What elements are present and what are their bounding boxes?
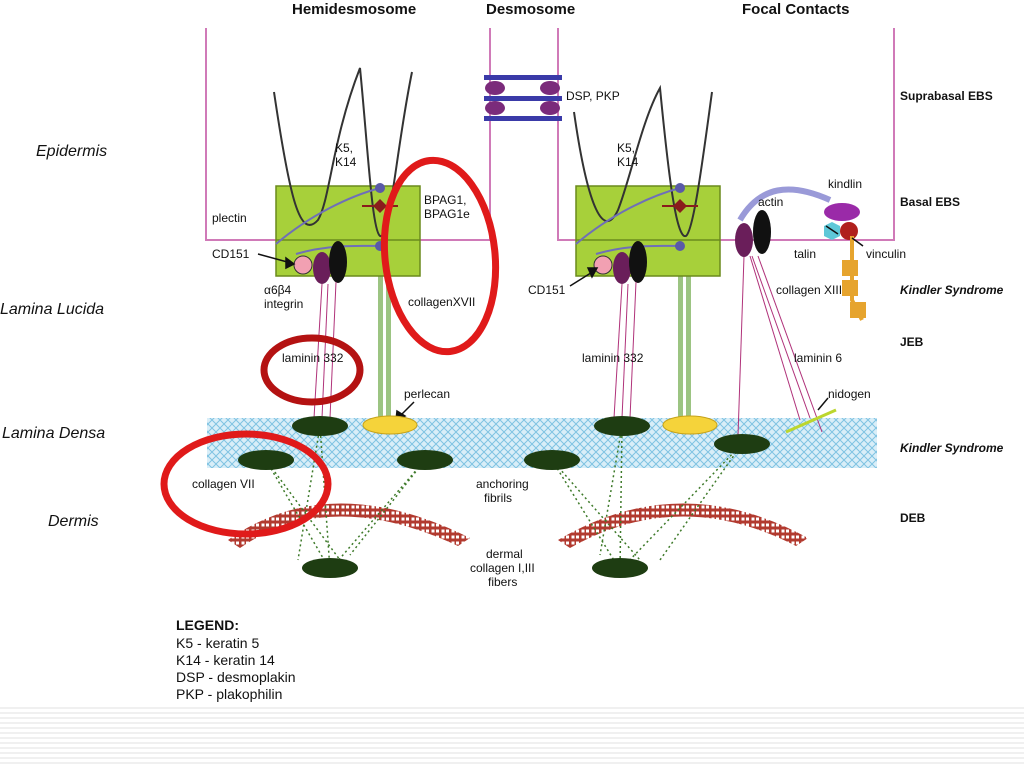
label-cd151-right: CD151 [528, 283, 566, 297]
actin-filament [737, 186, 832, 222]
label-bpag1-2: BPAG1e [424, 207, 470, 221]
highlight-circles [160, 156, 500, 538]
collagen-xiii-block-2 [842, 280, 858, 296]
desmosome [484, 75, 562, 121]
label-anchoring-1: anchoring [476, 477, 529, 491]
label-dsp-pkp: DSP, PKP [566, 89, 620, 103]
focal-integrin-alpha [735, 223, 753, 257]
label-collagen-xvii: collagenXVII [408, 295, 475, 309]
label-dermal-2: collagen I,III [470, 561, 535, 575]
legend-item: DSP - desmoplakin [176, 669, 296, 685]
label-perlecan: perlecan [404, 387, 450, 401]
vinculin-shape [840, 222, 858, 240]
laminin-strands [313, 255, 823, 437]
header-focal-contacts: Focal Contacts [742, 1, 850, 18]
label-collagen-xiii: collagen XIII [776, 283, 842, 297]
label-laminin-332-right: laminin 332 [582, 351, 644, 365]
label-laminin-6: laminin 6 [794, 351, 842, 365]
collagen-xiii-block-3 [850, 302, 866, 318]
label-anchoring-2: fibrils [484, 491, 512, 505]
focal-integrin-beta [753, 210, 771, 254]
legend: LEGEND: K5 - keratin 5 K14 - keratin 14 … [176, 617, 296, 702]
legend-title: LEGEND: [176, 617, 239, 633]
label-actin: actin [758, 195, 783, 209]
footer-rule-lines [0, 707, 1024, 764]
label-laminin-332-left: laminin 332 [282, 351, 344, 365]
label-collagen-vii: collagen VII [192, 477, 255, 491]
label-kindlin: kindlin [828, 177, 862, 191]
disease-suprabasal-ebs: Suprabasal EBS [900, 89, 993, 103]
label-plectin: plectin [212, 211, 247, 225]
anchoring-arc-left [228, 503, 470, 548]
disease-deb: DEB [900, 511, 926, 525]
legend-item: K14 - keratin 14 [176, 652, 275, 668]
perlecan-nodes [362, 415, 718, 435]
disease-kindler-2: Kindler Syndrome [900, 441, 1004, 455]
header-hemidesmosome: Hemidesmosome [292, 1, 416, 18]
anchoring-fibrils [265, 425, 743, 571]
label-integrin-1: α6β4 [264, 283, 292, 297]
label-k5k14-right-1: K5, [617, 141, 635, 155]
anchoring-arc-right [558, 503, 808, 548]
collagen-xiii-block-1 [842, 260, 858, 276]
legend-item: K5 - keratin 5 [176, 635, 259, 651]
layer-dermis: Dermis [48, 513, 99, 530]
layer-lamina-densa: Lamina Densa [2, 425, 105, 442]
label-integrin-2: integrin [264, 297, 303, 311]
header-desmosome: Desmosome [486, 1, 575, 18]
label-vinculin: vinculin [866, 247, 906, 261]
highlight-collagen-vii [160, 430, 332, 538]
dark-nodes [238, 416, 770, 578]
integrin-right [593, 241, 647, 284]
label-bpag1-1: BPAG1, [424, 193, 466, 207]
label-k5k14-right-2: K14 [617, 155, 639, 169]
legend-item: PKP - plakophilin [176, 686, 282, 702]
disease-jeb: JEB [900, 335, 924, 349]
label-dermal-3: fibers [488, 575, 517, 589]
collagen-xvii-shafts [378, 236, 691, 422]
label-cd151-left: CD151 [212, 247, 250, 261]
right-cell-outline [557, 28, 895, 241]
kindlin-shape [824, 203, 860, 221]
layer-lamina-lucida: Lamina Lucida [0, 301, 104, 318]
nidogen-rod [785, 408, 837, 434]
label-k5k14-left-2: K14 [335, 155, 357, 169]
label-nidogen: nidogen [828, 387, 871, 401]
label-dermal-1: dermal [486, 547, 523, 561]
disease-kindler-1: Kindler Syndrome [900, 283, 1004, 297]
integrin-left [293, 241, 347, 284]
layer-epidermis: Epidermis [36, 143, 107, 160]
label-talin: talin [794, 247, 816, 261]
highlight-collagen-xvii [380, 156, 500, 356]
highlight-laminin-332 [260, 334, 364, 406]
bpag1-diamonds [373, 199, 687, 213]
label-k5k14-left-1: K5, [335, 141, 353, 155]
disease-basal-ebs: Basal EBS [900, 195, 960, 209]
talin-shape [824, 222, 840, 240]
